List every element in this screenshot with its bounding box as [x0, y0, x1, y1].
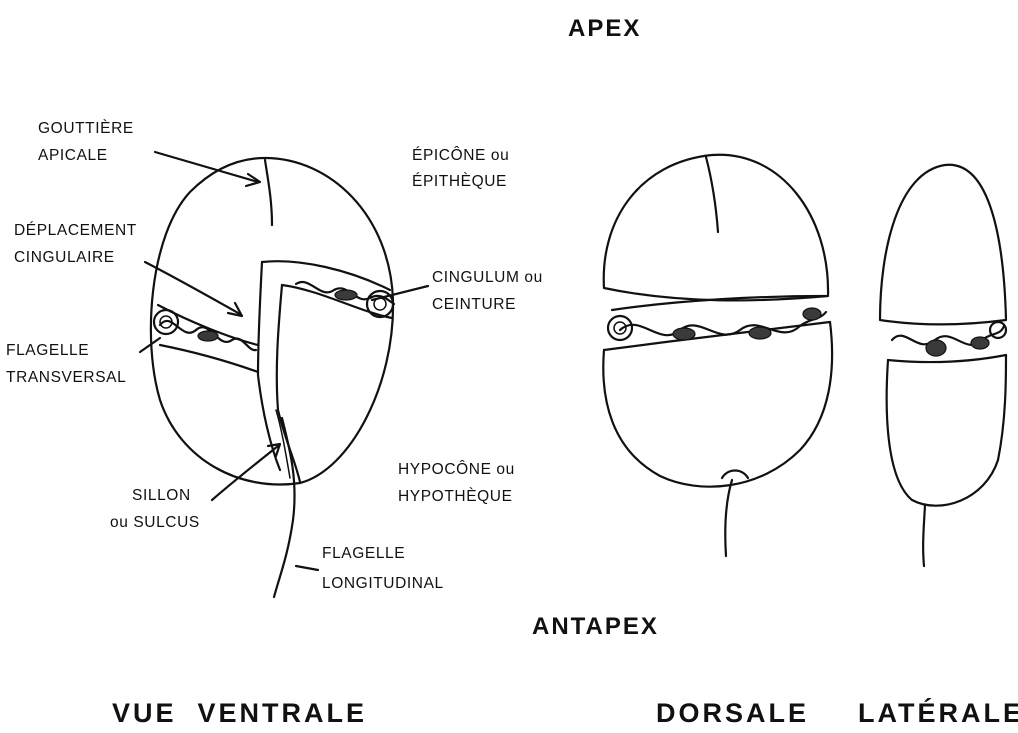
flagellum-hatch-right: [335, 290, 357, 300]
arrow-cingulum: [372, 286, 428, 300]
label-cingulum-line1: CINGULUM ou: [432, 269, 543, 286]
label-sillon-line2: ou SULCUS: [110, 514, 200, 531]
view-label-ventral: VUE VENTRALE: [112, 698, 367, 728]
label-flagelle-transversal-line1: FLAGELLE: [6, 342, 89, 359]
cingulum-left-lower: [160, 345, 258, 372]
label-flagelle-transversal-line2: TRANSVERSAL: [6, 369, 126, 386]
label-gouttiere-line1: GOUTTIÈRE: [38, 120, 134, 137]
label-flagelle-longitudinal-line2: LONGITUDINAL: [322, 575, 444, 592]
flagellum-hatch-left: [198, 331, 218, 341]
label-epicone-line1: ÉPICÔNE ou: [412, 147, 509, 164]
lateral-flagellum: [923, 505, 925, 566]
lateral-coil: [990, 322, 1006, 338]
dorsal-flagellum-wave: [620, 312, 826, 335]
dorsal-hatch-3: [803, 308, 821, 320]
dorsal-flagellum: [725, 480, 732, 556]
arrow-sillon: [212, 446, 278, 500]
lateral-cingulum-bottom: [888, 355, 1006, 362]
label-cingulum-line2: CEINTURE: [432, 296, 516, 313]
label-epicone-line2: ÉPITHÈQUE: [412, 173, 507, 190]
dorsal-epicone: [604, 155, 828, 301]
label-hypocone-line2: HYPOTHÈQUE: [398, 488, 513, 505]
lateral-epicone: [880, 165, 1006, 325]
view-label-dorsal: DORSALE: [656, 698, 809, 728]
label-apex: APEX: [568, 15, 641, 42]
label-sillon-line1: SILLON: [132, 487, 191, 504]
dorsal-hatch-1: [673, 328, 695, 340]
apical-groove: [265, 160, 272, 225]
dorsal-apical-groove: [706, 157, 718, 232]
cingulum-lower-edge: [282, 285, 392, 318]
dorsal-coil-left: [608, 316, 632, 340]
label-deplacement-line1: DÉPLACEMENT: [14, 222, 137, 239]
lateral-hatch-2: [971, 337, 989, 349]
lateral-view-cell: [880, 165, 1006, 566]
dorsal-hatch-2: [749, 327, 771, 339]
dorsal-view-cell: [603, 155, 832, 556]
dorsal-antapical-notch: [722, 471, 748, 479]
label-flagelle-longitudinal-line1: FLAGELLE: [322, 545, 405, 562]
arrow-flagelle-long: [296, 566, 318, 570]
lateral-hatch-1: [926, 340, 946, 356]
lateral-hypocone: [887, 355, 1006, 506]
label-gouttiere-line2: APICALE: [38, 147, 108, 164]
sulcus-right-wall: [277, 285, 300, 482]
view-label-lateral: LATÉRALE: [858, 697, 1018, 728]
label-deplacement-line2: CINGULAIRE: [14, 249, 115, 266]
label-antapex: ANTAPEX: [532, 613, 659, 640]
label-hypocone-line1: HYPOCÔNE ou: [398, 461, 515, 478]
